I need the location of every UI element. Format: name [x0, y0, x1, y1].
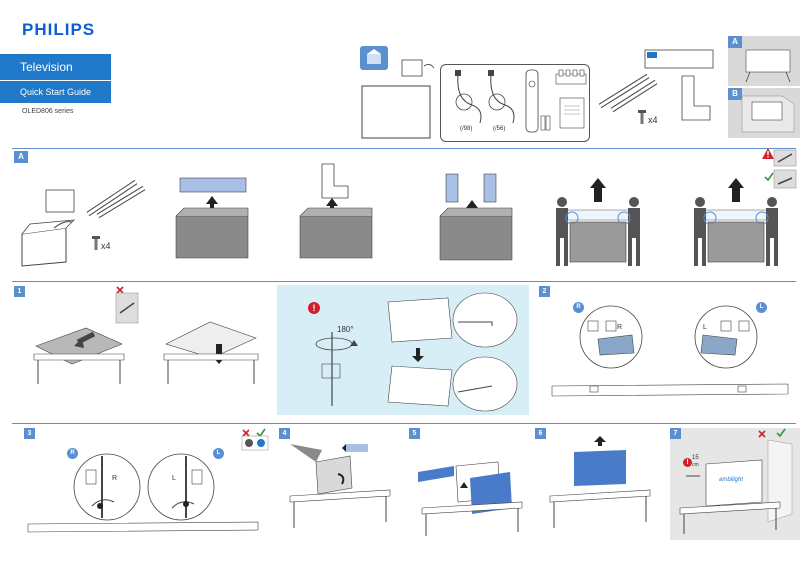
cross-icon-3	[242, 429, 250, 437]
distance-unit: cm	[692, 462, 699, 468]
brand-logo: PHILIPS	[22, 20, 96, 39]
check-icon-7	[776, 428, 786, 438]
page-subtitle: Quick Start Guide	[0, 81, 111, 103]
screw-icon	[638, 110, 646, 124]
warning-do-not-illustration	[773, 149, 797, 167]
tv-box-illustration	[361, 59, 435, 139]
check-icon	[764, 172, 774, 182]
attach-back-panel-illustration	[418, 461, 523, 536]
tv-before-rotate-illustration	[387, 297, 453, 343]
warning-icon-rotate: !	[308, 302, 320, 314]
marker-right-3: R	[67, 448, 78, 459]
step-6-label: 6	[535, 428, 546, 439]
detail-zoom-circle-2	[452, 356, 518, 412]
cross-icon	[116, 286, 124, 294]
two-people-lifting-tv-illustration	[556, 178, 640, 266]
lift-bracket-illustration	[299, 163, 373, 259]
tv-wall-distance-illustration	[679, 439, 793, 534]
power-cable-illustration	[455, 70, 482, 124]
remote-control-illustration	[525, 69, 539, 133]
marker-left: L	[756, 302, 767, 313]
batteries-illustration	[540, 115, 551, 131]
screw-count: x4	[648, 115, 658, 125]
stand-legs-illustration	[598, 73, 658, 113]
option-a-label: A	[728, 36, 742, 48]
section-a-screw-count: x4	[101, 241, 111, 251]
screw-left-detail-illustration	[147, 453, 215, 521]
step-5-label: 5	[409, 428, 420, 439]
section-a-label: A	[14, 151, 28, 163]
open-box-illustration	[21, 189, 76, 267]
page-title: Television	[0, 54, 111, 80]
stand-legs-small-illustration	[86, 179, 146, 219]
do-not-place-illustration	[115, 292, 139, 324]
detail-zoom-circle-1	[452, 292, 518, 348]
arrow-down-icon	[412, 348, 424, 362]
tv-after-rotate-illustration	[387, 365, 453, 407]
ambilight-logo: ambilight	[719, 477, 744, 483]
stand-box-small	[644, 49, 714, 69]
divider-a	[12, 148, 796, 149]
option-b-label: B	[728, 88, 742, 100]
distance-value: 15	[692, 455, 699, 461]
power-cable-illustration-2	[488, 70, 515, 124]
divider-3	[12, 423, 796, 424]
warning-icon-7: !	[683, 458, 692, 467]
model-series: OLED806 series	[22, 108, 74, 115]
marker-right-text-3: R	[112, 475, 118, 482]
tv-on-table-illustration	[163, 321, 259, 384]
stand-left-detail-illustration	[694, 305, 758, 369]
option-b-wall-illustration	[741, 95, 795, 133]
unbox-icon	[360, 46, 388, 70]
wall-mount-bracket-illustration	[681, 75, 711, 121]
step-4-label: 4	[279, 428, 290, 439]
tv-upright-with-cover-illustration	[549, 436, 651, 528]
marker-left-3: L	[213, 448, 224, 459]
screw-type-hint-illustration	[241, 435, 269, 451]
tv-bottom-edge-illustration-3	[27, 521, 259, 533]
connector-strip-illustration	[555, 69, 587, 85]
cable-label-2: (/56)	[493, 126, 506, 132]
marker-left-text-3: L	[172, 475, 176, 482]
warning-do-illustration	[773, 169, 797, 189]
cable-label-1: (/98)	[460, 126, 473, 132]
screw-icon-a	[92, 236, 100, 250]
lift-parts-illustration	[439, 173, 513, 261]
divider-1	[12, 281, 796, 282]
rotate-tv-illustration	[315, 332, 358, 406]
step-7-tag: 7	[670, 428, 681, 439]
step-1-label: 1	[14, 286, 25, 297]
stand-right-detail-illustration	[579, 305, 643, 369]
lay-tv-on-table-illustration	[33, 327, 125, 384]
step-2-label: 2	[539, 286, 550, 297]
step-3-label: 3	[24, 428, 35, 439]
marker-left-text: L	[703, 324, 707, 331]
marker-right: R	[573, 302, 584, 313]
cross-icon-7	[758, 430, 766, 438]
rotation-angle: 180°	[337, 325, 354, 334]
two-people-lifting-tv-illustration-2	[694, 178, 778, 266]
manual-illustration	[559, 97, 585, 129]
warning-icon	[762, 148, 774, 159]
lift-foam-illustration	[175, 177, 249, 259]
option-a-stand-illustration	[745, 49, 791, 83]
tv-bottom-edge-illustration	[551, 383, 789, 397]
accessories-box	[440, 64, 590, 142]
attach-cover-illustration	[289, 444, 391, 528]
marker-right-text: R	[617, 324, 623, 331]
screw-right-detail-illustration	[73, 453, 141, 521]
